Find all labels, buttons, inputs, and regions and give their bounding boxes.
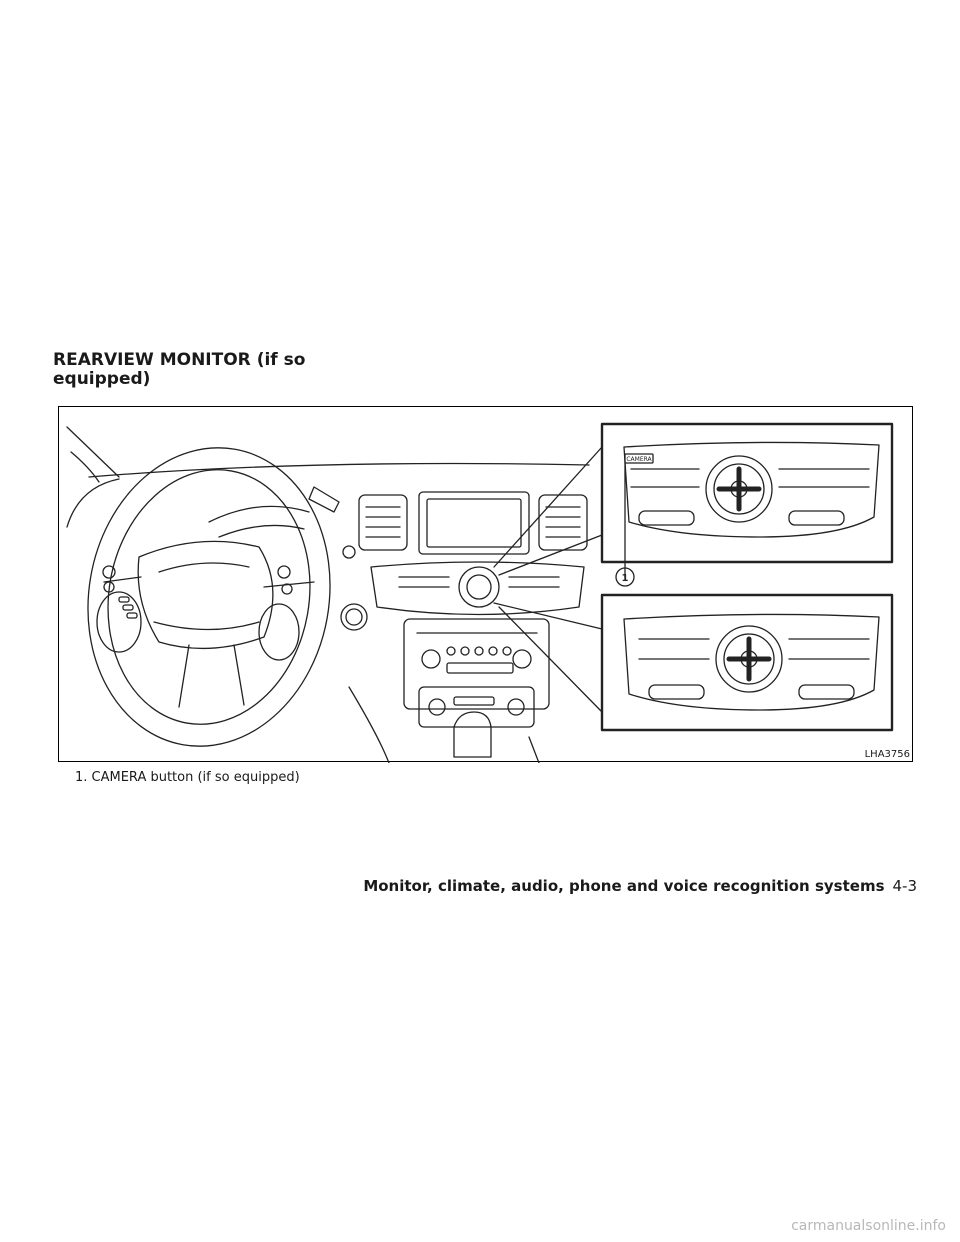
- callout-number: 1: [622, 573, 629, 584]
- dashboard-drawing: CAMERA 1: [66, 422, 894, 763]
- camera-button-label: CAMERA: [626, 456, 652, 463]
- callout-circle: [615, 567, 635, 587]
- figure-id: LHA3756: [864, 749, 910, 760]
- section-heading: REARVIEW MONITOR (if so equipped): [53, 350, 306, 389]
- page-footer: Monitor, climate, audio, phone and voice…: [363, 877, 917, 895]
- page-number: 4-3: [892, 877, 918, 895]
- figure-caption: 1. CAMERA button (if so equipped): [75, 770, 300, 785]
- footer-section-title: Monitor, climate, audio, phone and voice…: [363, 877, 885, 895]
- watermark: carmanualsonline.info: [791, 1218, 946, 1234]
- dashboard-illustration: CAMERA 1 LHA3756: [58, 406, 913, 763]
